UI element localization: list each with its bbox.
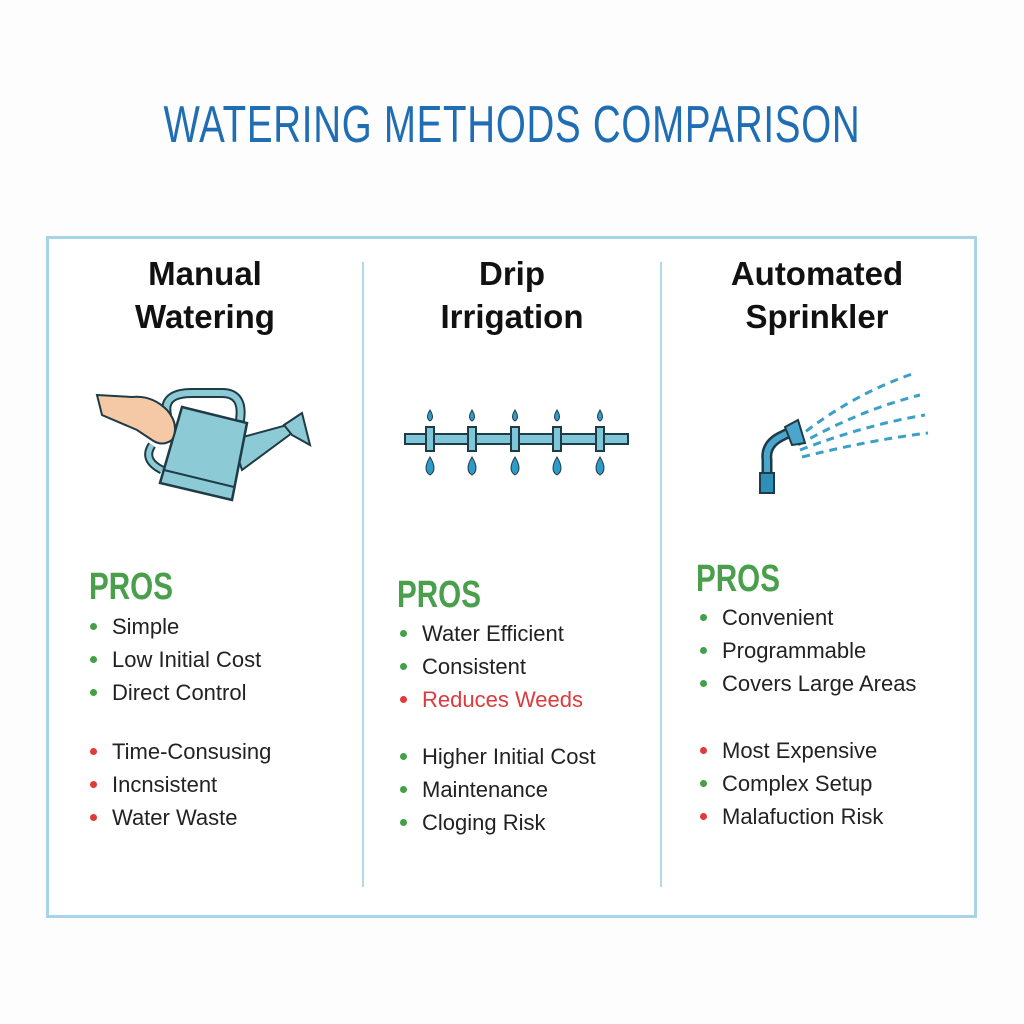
bullet-icon bbox=[400, 818, 407, 826]
bullet-icon bbox=[400, 752, 407, 760]
watering-can-icon bbox=[95, 388, 312, 502]
page-title: WATERING METHODS COMPARISON bbox=[0, 95, 1024, 155]
item-text: Direct Control bbox=[112, 680, 247, 705]
item-text: Malafuction Risk bbox=[722, 804, 884, 829]
pros-list: Water Efficient Consistent Reduces Weeds bbox=[400, 621, 583, 720]
page-title-text: WATERING METHODS COMPARISON bbox=[163, 96, 861, 154]
bullet-icon bbox=[90, 655, 97, 663]
bullet-icon bbox=[400, 629, 407, 637]
emitter-icon bbox=[467, 426, 477, 452]
bullet-icon bbox=[90, 813, 97, 821]
emitter-icon bbox=[595, 426, 605, 452]
bullet-icon bbox=[700, 779, 707, 787]
emitter-icon bbox=[425, 426, 435, 452]
emitter-icon bbox=[552, 426, 562, 452]
sprinkler-icon bbox=[759, 371, 929, 494]
title-line: Watering bbox=[135, 298, 275, 335]
item-text: Reduces Weeds bbox=[422, 687, 584, 712]
list-item: Low Initial Cost bbox=[90, 647, 261, 680]
list-item: Incnsistent bbox=[90, 772, 271, 805]
title-line: Drip bbox=[479, 255, 545, 292]
list-item: Most Expensive bbox=[700, 738, 883, 771]
list-item: Complex Setup bbox=[700, 771, 883, 804]
bullet-icon bbox=[400, 785, 407, 793]
column-title-automated-sprinkler: Automated Sprinkler bbox=[667, 252, 967, 338]
bullet-icon bbox=[700, 679, 707, 687]
pros-list: Simple Low Initial Cost Direct Control bbox=[90, 614, 261, 713]
bullet-icon bbox=[90, 780, 97, 788]
bullet-icon bbox=[700, 646, 707, 654]
column-divider bbox=[362, 262, 364, 887]
water-drop-icon bbox=[427, 409, 433, 422]
item-text: Low Initial Cost bbox=[112, 647, 262, 672]
bullet-icon bbox=[700, 746, 707, 754]
title-line: Automated bbox=[730, 255, 904, 292]
bullet-icon bbox=[700, 613, 707, 621]
pros-heading: PROS bbox=[89, 566, 174, 608]
list-item: Consistent bbox=[400, 654, 583, 687]
water-drop-icon bbox=[425, 456, 435, 476]
water-drop-icon bbox=[552, 456, 562, 476]
item-text: Simple bbox=[112, 614, 180, 639]
title-line: Manual bbox=[148, 255, 262, 292]
water-drop-icon bbox=[512, 409, 518, 422]
item-text: Incnsistent bbox=[112, 772, 218, 797]
list-item: Malafuction Risk bbox=[700, 804, 883, 837]
list-item: Convenient bbox=[700, 605, 916, 638]
list-item: Simple bbox=[90, 614, 261, 647]
item-text: Programmable bbox=[722, 638, 867, 663]
list-item: Maintenance bbox=[400, 777, 596, 810]
water-drop-icon bbox=[595, 456, 605, 476]
item-text: Water Waste bbox=[112, 805, 238, 830]
list-item: Programmable bbox=[700, 638, 916, 671]
list-item: Cloging Risk bbox=[400, 810, 596, 843]
item-text: Convenient bbox=[722, 605, 834, 630]
bullet-icon bbox=[90, 688, 97, 696]
bullet-icon bbox=[400, 695, 407, 703]
list-item: Water Waste bbox=[90, 805, 271, 838]
bullet-icon bbox=[400, 662, 407, 670]
list-item: Covers Large Areas bbox=[700, 671, 916, 704]
item-text: Consistent bbox=[422, 654, 526, 679]
title-line: Irrigation bbox=[440, 298, 584, 335]
list-item: Direct Control bbox=[90, 680, 261, 713]
cons-list: Higher Initial Cost Maintenance Cloging … bbox=[400, 744, 596, 843]
pros-heading: PROS bbox=[696, 558, 781, 600]
list-item: Water Efficient bbox=[400, 621, 583, 654]
list-item: Time-Consusing bbox=[90, 739, 271, 772]
item-text: Time-Consusing bbox=[112, 739, 272, 764]
comparison-panel bbox=[46, 236, 977, 918]
water-drop-icon bbox=[597, 409, 603, 422]
water-drop-icon bbox=[554, 409, 560, 422]
drip-line-icon bbox=[404, 409, 629, 476]
bullet-icon bbox=[90, 747, 97, 755]
column-divider bbox=[660, 262, 662, 887]
bullet-icon bbox=[90, 622, 97, 630]
item-text: Cloging Risk bbox=[422, 810, 546, 835]
water-drop-icon bbox=[469, 409, 475, 422]
title-line: Sprinkler bbox=[745, 298, 889, 335]
item-text: Covers Large Areas bbox=[722, 671, 917, 696]
item-text: Higher Initial Cost bbox=[422, 744, 596, 769]
list-item: Reduces Weeds bbox=[400, 687, 583, 720]
pros-list: Convenient Programmable Covers Large Are… bbox=[700, 605, 916, 704]
cons-list: Time-Consusing Incnsistent Water Waste bbox=[90, 739, 271, 838]
column-title-manual-watering: Manual Watering bbox=[55, 252, 355, 338]
emitter-icon bbox=[510, 426, 520, 452]
item-text: Water Efficient bbox=[422, 621, 564, 646]
water-drop-icon bbox=[510, 456, 520, 476]
cons-list: Most Expensive Complex Setup Malafuction… bbox=[700, 738, 883, 837]
list-item: Higher Initial Cost bbox=[400, 744, 596, 777]
item-text: Maintenance bbox=[422, 777, 548, 802]
item-text: Complex Setup bbox=[722, 771, 873, 796]
item-text: Most Expensive bbox=[722, 738, 878, 763]
water-drop-icon bbox=[467, 456, 477, 476]
column-title-drip-irrigation: Drip Irrigation bbox=[362, 252, 662, 338]
pros-heading: PROS bbox=[397, 574, 482, 616]
bullet-icon bbox=[700, 812, 707, 820]
